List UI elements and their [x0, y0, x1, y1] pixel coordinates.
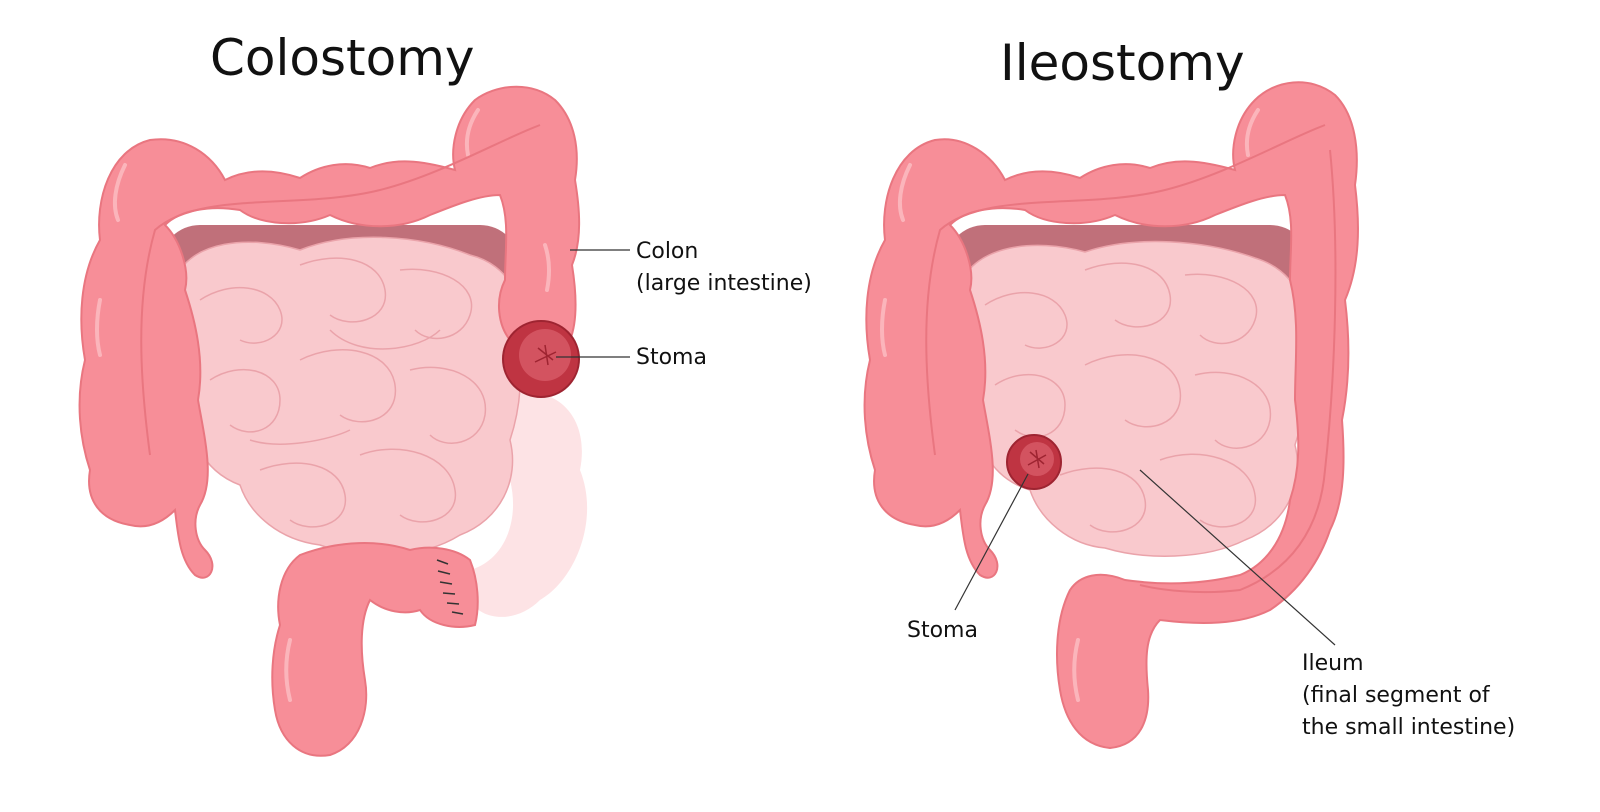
suture-marks [436, 559, 464, 615]
ileostomy-small-intestine [950, 240, 1307, 557]
ileostomy-colon [863, 81, 1359, 750]
ileum-label-sub2: the small intestine) [1302, 715, 1515, 740]
colostomy-intestine-illustration [78, 85, 588, 757]
ileum-leader-line [1139, 469, 1336, 646]
ileum-label: Ileum [1302, 651, 1364, 676]
colon-label-sub: (large intestine) [636, 271, 812, 296]
small-intestine-folds [199, 257, 487, 528]
colon-label: Colon [636, 239, 698, 264]
ileostomy-panel: Ileostomy [863, 34, 1515, 750]
rectum-segment [271, 542, 479, 757]
colon-highlight [112, 163, 127, 222]
colon [78, 85, 581, 579]
colostomy-title: Colostomy [210, 29, 475, 87]
colostomy-stoma [502, 320, 580, 398]
small-intestine [165, 236, 522, 556]
removed-colon-segment [470, 391, 588, 617]
ileostomy-stoma [1006, 434, 1062, 490]
ileostomy-title: Ileostomy [1000, 34, 1245, 92]
ileostomy-intestine-illustration [863, 81, 1359, 750]
colostomy-panel: Colostomy [78, 29, 812, 757]
ileostomy-stoma-label: Stoma [907, 618, 978, 643]
colostomy-stoma-label: Stoma [636, 345, 707, 370]
ileostomy-stoma-leader-line [954, 473, 1029, 611]
colon-taenia [140, 124, 541, 456]
ileum-label-sub1: (final segment of [1302, 683, 1491, 708]
